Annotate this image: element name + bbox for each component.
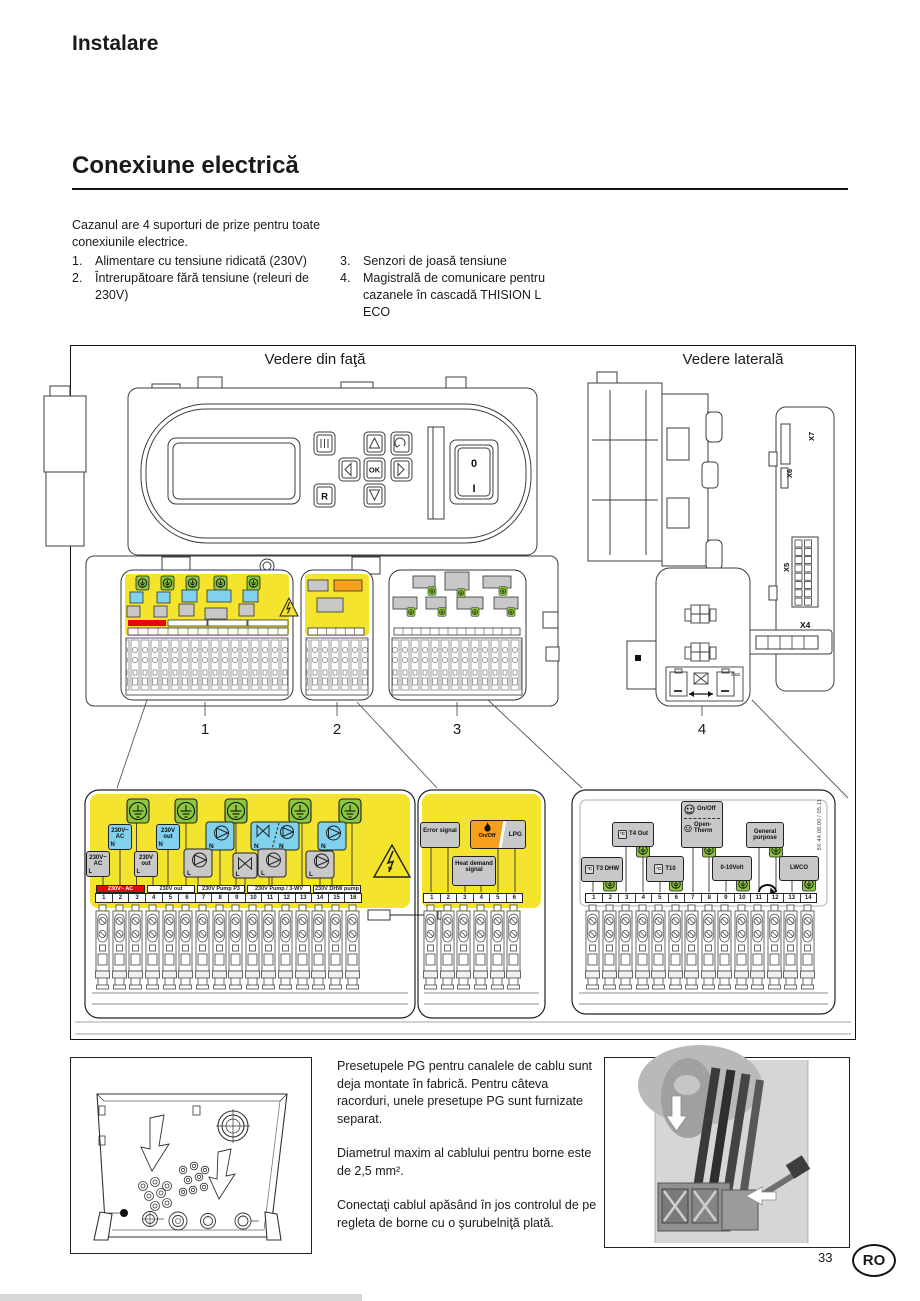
terminal-cell: 5 — [490, 894, 507, 902]
chip-0-10volt: 0-10Volt — [712, 856, 752, 881]
terminal-cell: 6 — [512, 895, 516, 901]
terminal-cell: 10 — [246, 894, 263, 902]
list-column-left: 1. Alimentare cu tensiune ridicată (230V… — [72, 253, 334, 304]
chip-onoff-opentherm: On/Off Open-Therm — [681, 801, 723, 848]
terminal-cell: 12 — [279, 894, 296, 902]
terminal-cell: 7 — [196, 894, 213, 902]
group-230v-pump-p3: 230V Pump P3 — [197, 885, 245, 893]
terminal-cell: 14 — [804, 895, 812, 901]
terminal-cell: 6 — [669, 894, 685, 902]
paragraph-connect-cable: Conectaţi cablul apăsând în jos controlu… — [337, 1198, 597, 1230]
section-title: Conexiune electrică — [72, 152, 299, 179]
terminal-cell: 7 — [685, 894, 702, 902]
chip-heat-demand-signal: Heat demand signal — [452, 856, 496, 886]
scan-artifact — [0, 1294, 362, 1301]
terminal-cell: 2 — [603, 894, 619, 902]
terminal-cell: 1 — [424, 894, 441, 902]
terminal-cell: 14 — [312, 894, 329, 902]
cable-entry-figure-box — [70, 1057, 312, 1254]
list-column-right: 3. Senzori de joasă tensiune 4. Magistra… — [340, 253, 580, 321]
terminal-cell: 2 — [113, 894, 130, 902]
main-diagram-frame — [70, 345, 856, 1040]
page-title: Instalare — [72, 32, 159, 55]
list-item: 2. Întrerupătoare fără tensiune (releuri… — [72, 271, 310, 302]
group-230v-pump-3wv: 230V Pump / 3-WV — [247, 885, 311, 893]
side-view-label: Vedere laterală — [682, 351, 784, 368]
instructions-text: Presetupele PG pentru canalele de cablu … — [337, 1058, 601, 1249]
chip-t10: °C T10 — [646, 856, 684, 882]
sensor-icon: °C — [617, 829, 628, 840]
terminal-cell: 3 — [129, 894, 146, 902]
document-code: 8X.44.08.00 / 05.11 — [817, 799, 823, 851]
terminal-cell: 5 — [163, 894, 180, 902]
sensor-icon: °C — [654, 864, 664, 874]
intro-paragraph: Cazanul are 4 suporturi de prize pentru … — [72, 217, 321, 249]
clock-icon — [684, 824, 692, 833]
list-item: 3. Senzori de joasă tensiune — [340, 254, 507, 268]
list-item: 4. Magistrală de comunicare pentru cazan… — [340, 271, 546, 319]
terminal-cell: 13 — [784, 894, 801, 902]
group-230v-dhw-pump: 230V DHW pump — [313, 885, 361, 893]
terminal-cell: 4 — [474, 894, 490, 902]
terminal-cell: 3 — [457, 894, 474, 902]
terminal-photo-box — [604, 1057, 850, 1248]
terminal-cell: 8 — [212, 894, 229, 902]
terminal-cell: 11 — [262, 894, 279, 902]
dashed-divider — [684, 818, 720, 819]
clock-icon — [684, 804, 695, 815]
language-badge: RO — [852, 1244, 896, 1277]
callout-1: 1 — [200, 721, 210, 738]
terminal-cell: 13 — [296, 894, 313, 902]
list-item: 1. Alimentare cu tensiune ridicată (230V… — [72, 254, 307, 268]
terminal-cell: 10 — [735, 894, 751, 902]
terminal-cell: 6 — [179, 894, 196, 902]
terminal-cell: 15 — [329, 894, 346, 902]
group-230v-ac: 230V~ AC — [96, 885, 145, 893]
terminal-cell: 2 — [441, 894, 457, 902]
chip-t4-out: °C T4 Out — [612, 822, 654, 847]
terminal-cell: 4 — [146, 894, 163, 902]
terminal-cell: 8 — [702, 894, 718, 902]
paragraph-cable-diameter: Diametrul maxim al cablului pentru borne… — [337, 1146, 592, 1178]
page-number: 33 — [818, 1250, 833, 1265]
chip-onoff-lpg: On/Off LPG — [470, 820, 526, 849]
terminal-cell: 1 — [96, 894, 113, 902]
front-view-label: Vedere din faţă — [264, 351, 366, 368]
terminal-cell: 12 — [768, 894, 784, 902]
sensor-icon: °C — [584, 864, 595, 875]
chip-lwco: LWCO — [779, 856, 819, 881]
callout-4: 4 — [697, 721, 707, 738]
flame-icon — [483, 822, 491, 832]
terminal-cell: 9 — [718, 894, 735, 902]
callout-2: 2 — [332, 721, 342, 738]
terminal-cell: 4 — [636, 894, 652, 902]
terminal-cell: 1 — [586, 894, 603, 902]
terminal-cell: 3 — [619, 894, 636, 902]
terminal-cell: 16 — [349, 895, 357, 901]
terminal-cell: 9 — [229, 894, 246, 902]
section-divider — [72, 188, 848, 190]
group-230v-out: 230V out — [147, 885, 195, 893]
chip-t3-dhw: °C T3 DHW — [581, 857, 623, 882]
callout-3: 3 — [452, 721, 462, 738]
chip-error-signal: Error signal — [420, 822, 460, 848]
chip-general-purpose: General purpose — [746, 822, 784, 848]
terminal-cell: 5 — [652, 894, 669, 902]
terminal-cell: 11 — [751, 894, 768, 902]
paragraph-pg-glands: Presetupele PG pentru canalele de cablu … — [337, 1059, 593, 1126]
